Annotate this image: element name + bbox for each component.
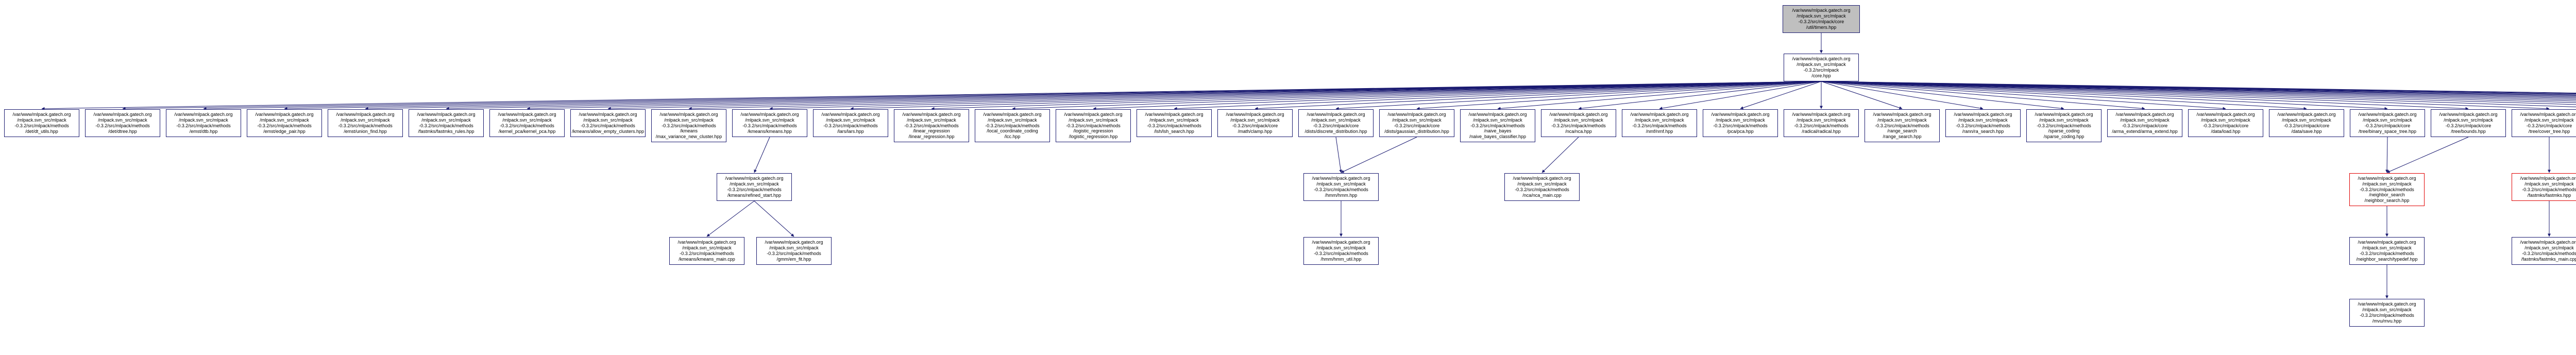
- graph-node-union-find[interactable]: /var/www/mlpack.gatech.org /mlpack.svn_s…: [328, 109, 403, 137]
- graph-node-bounds[interactable]: /var/www/mlpack.gatech.org /mlpack.svn_s…: [2431, 109, 2506, 137]
- include-edge: [284, 81, 1822, 110]
- graph-node-core[interactable]: /var/www/mlpack.gatech.org /mlpack.svn_s…: [1784, 54, 1859, 81]
- include-edge: [1497, 81, 1822, 110]
- include-edge: [446, 81, 1822, 110]
- graph-node-dt-utils[interactable]: /var/www/mlpack.gatech.org /mlpack.svn_s…: [4, 109, 79, 137]
- graph-node-lsh-search[interactable]: /var/www/mlpack.gatech.org /mlpack.svn_s…: [1137, 109, 1212, 137]
- graph-node-binary-space-tree[interactable]: /var/www/mlpack.gatech.org /mlpack.svn_s…: [2350, 109, 2425, 137]
- graph-node-cover-tree[interactable]: /var/www/mlpack.gatech.org /mlpack.svn_s…: [2512, 109, 2576, 137]
- graph-node-fastmks[interactable]: /var/www/mlpack.gatech.org /mlpack.svn_s…: [2512, 173, 2576, 201]
- include-edge: [1821, 81, 1984, 110]
- include-edge: [1659, 81, 1822, 110]
- graph-node-allow-empty-clusters[interactable]: /var/www/mlpack.gatech.org /mlpack.svn_s…: [570, 109, 646, 137]
- graph-node-lars[interactable]: /var/www/mlpack.gatech.org /mlpack.svn_s…: [813, 109, 888, 137]
- graph-node-hmm[interactable]: /var/www/mlpack.gatech.org /mlpack.svn_s…: [1303, 173, 1379, 201]
- graph-node-radical[interactable]: /var/www/mlpack.gatech.org /mlpack.svn_s…: [1784, 109, 1859, 137]
- graph-node-kernel-pca[interactable]: /var/www/mlpack.gatech.org /mlpack.svn_s…: [489, 109, 565, 137]
- include-edge: [1821, 81, 2550, 110]
- graph-node-refined-start[interactable]: /var/www/mlpack.gatech.org /mlpack.svn_s…: [717, 173, 792, 201]
- graph-node-naive-bayes-classifier[interactable]: /var/www/mlpack.gatech.org /mlpack.svn_s…: [1460, 109, 1535, 142]
- graph-node-dtree[interactable]: /var/www/mlpack.gatech.org /mlpack.svn_s…: [85, 109, 160, 137]
- graph-node-timers[interactable]: /var/www/mlpack.gatech.org /mlpack.svn_s…: [1783, 5, 1860, 33]
- graph-node-clamp[interactable]: /var/www/mlpack.gatech.org /mlpack.svn_s…: [1217, 109, 1293, 137]
- graph-node-nca[interactable]: /var/www/mlpack.gatech.org /mlpack.svn_s…: [1541, 109, 1616, 137]
- graph-node-pca[interactable]: /var/www/mlpack.gatech.org /mlpack.svn_s…: [1703, 109, 1778, 137]
- graph-node-em-fit[interactable]: /var/www/mlpack.gatech.org /mlpack.svn_s…: [756, 237, 832, 265]
- graph-node-kmeans[interactable]: /var/www/mlpack.gatech.org /mlpack.svn_s…: [732, 109, 807, 137]
- graph-node-ra-search[interactable]: /var/www/mlpack.gatech.org /mlpack.svn_s…: [1945, 109, 2021, 137]
- graph-node-nmf[interactable]: /var/www/mlpack.gatech.org /mlpack.svn_s…: [1622, 109, 1697, 137]
- include-edge: [1821, 81, 2576, 96]
- graph-node-range-search[interactable]: /var/www/mlpack.gatech.org /mlpack.svn_s…: [1865, 109, 1940, 142]
- include-edge: [1821, 81, 2226, 110]
- include-edge: [1174, 81, 1822, 110]
- graph-node-ns-typedef[interactable]: /var/www/mlpack.gatech.org /mlpack.svn_s…: [2349, 237, 2425, 265]
- include-edge: [1821, 81, 2388, 110]
- graph-node-hmm-util[interactable]: /var/www/mlpack.gatech.org /mlpack.svn_s…: [1303, 237, 1379, 265]
- graph-node-mvu[interactable]: /var/www/mlpack.gatech.org /mlpack.svn_s…: [2349, 299, 2425, 327]
- graph-node-sparse-coding[interactable]: /var/www/mlpack.gatech.org /mlpack.svn_s…: [2026, 109, 2102, 142]
- include-edge: [1541, 137, 1579, 173]
- graph-node-max-variance-new-cluster[interactable]: /var/www/mlpack.gatech.org /mlpack.svn_s…: [651, 109, 726, 142]
- include-edge: [1821, 81, 2576, 103]
- include-edge: [1821, 81, 2576, 102]
- graph-node-nca-main[interactable]: /var/www/mlpack.gatech.org /mlpack.svn_s…: [1504, 173, 1580, 201]
- graph-node-kmeans-main[interactable]: /var/www/mlpack.gatech.org /mlpack.svn_s…: [669, 237, 744, 265]
- graph-node-fastmks-main[interactable]: /var/www/mlpack.gatech.org /mlpack.svn_s…: [2512, 237, 2576, 265]
- graph-node-load[interactable]: /var/www/mlpack.gatech.org /mlpack.svn_s…: [2188, 109, 2263, 137]
- graph-node-lcc[interactable]: /var/www/mlpack.gatech.org /mlpack.svn_s…: [975, 109, 1050, 142]
- include-edge: [1821, 81, 2064, 110]
- include-edge: [1341, 137, 1417, 173]
- include-edge: [1740, 81, 1822, 110]
- include-edge: [1821, 81, 2576, 105]
- include-edge: [931, 81, 1822, 110]
- include-edge: [41, 81, 1822, 110]
- include-edge: [769, 81, 1822, 110]
- include-edge: [1821, 81, 2576, 94]
- include-edge: [754, 137, 770, 173]
- graph-node-neighbor-search[interactable]: /var/www/mlpack.gatech.org /mlpack.svn_s…: [2349, 173, 2425, 206]
- include-edge: [1012, 81, 1822, 110]
- graph-node-gaussian-distribution[interactable]: /var/www/mlpack.gatech.org /mlpack.svn_s…: [1379, 109, 1454, 137]
- graph-node-arma-extend[interactable]: /var/www/mlpack.gatech.org /mlpack.svn_s…: [2107, 109, 2182, 137]
- graph-node-dtb[interactable]: /var/www/mlpack.gatech.org /mlpack.svn_s…: [166, 109, 241, 137]
- include-edge: [1821, 81, 2145, 110]
- include-edge: [1821, 81, 2576, 99]
- include-edge: [688, 81, 1822, 110]
- include-edge: [122, 81, 1822, 110]
- include-edge: [1821, 81, 2469, 110]
- include-edge: [754, 200, 794, 237]
- include-edge: [203, 81, 1822, 110]
- include-edge: [1335, 137, 1343, 173]
- include-edge: [1093, 81, 1822, 110]
- graph-node-linear-regression[interactable]: /var/www/mlpack.gatech.org /mlpack.svn_s…: [894, 109, 969, 142]
- include-edge: [1821, 81, 2576, 95]
- include-edge: [1821, 81, 2576, 93]
- include-edge: [1821, 81, 2576, 98]
- graph-node-edge-pair[interactable]: /var/www/mlpack.gatech.org /mlpack.svn_s…: [247, 109, 322, 137]
- include-edge: [706, 200, 755, 237]
- include-edge: [1255, 81, 1822, 110]
- include-edge: [607, 81, 1822, 110]
- include-edge: [1821, 81, 2307, 110]
- graph-node-fastmks-rules[interactable]: /var/www/mlpack.gatech.org /mlpack.svn_s…: [409, 109, 484, 137]
- include-edge: [1821, 81, 2576, 100]
- graph-node-save[interactable]: /var/www/mlpack.gatech.org /mlpack.svn_s…: [2269, 109, 2344, 137]
- include-edge: [1416, 81, 1822, 110]
- include-edge: [1821, 81, 2576, 95]
- include-edge: [850, 81, 1822, 110]
- include-edge: [527, 81, 1822, 110]
- include-edge: [1578, 81, 1822, 110]
- include-edge: [1821, 81, 2576, 97]
- include-edge: [1821, 81, 1903, 110]
- graph-node-logistic-regression[interactable]: /var/www/mlpack.gatech.org /mlpack.svn_s…: [1056, 109, 1131, 142]
- graph-node-discrete-distribution[interactable]: /var/www/mlpack.gatech.org /mlpack.svn_s…: [1298, 109, 1374, 137]
- include-edge: [365, 81, 1822, 110]
- include-edge: [2386, 137, 2469, 173]
- include-edge: [1821, 81, 2576, 107]
- include-edge: [1335, 81, 1822, 110]
